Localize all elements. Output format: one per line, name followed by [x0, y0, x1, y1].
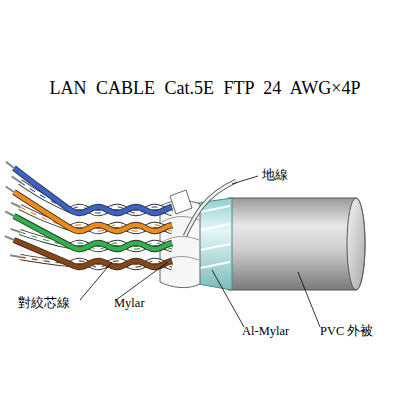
leader-line: [80, 262, 112, 300]
conductor-tip: [11, 203, 20, 207]
part-label: Mylar: [114, 296, 145, 310]
wire-insulation: [14, 192, 172, 231]
conductor-tip: [5, 211, 14, 216]
twisted-pairs: [5, 162, 172, 267]
wire-outline: [14, 192, 172, 231]
mylar-flap: [170, 190, 192, 214]
leader-line: [212, 270, 244, 327]
conductor-tip: [5, 236, 14, 240]
conductor-tip: [11, 229, 20, 232]
al-mylar-wrap: [200, 206, 230, 268]
leader-line: [232, 176, 258, 184]
part-label: Al-Mylar: [242, 324, 289, 338]
wire-outline: [14, 240, 172, 267]
conductor-tip: [6, 162, 14, 168]
part-label: 對絞芯線: [18, 296, 70, 310]
wire-insulation: [14, 240, 172, 267]
conductor-tip: [10, 255, 20, 257]
jacket-end: [347, 198, 365, 290]
conductor-tip: [12, 176, 20, 182]
al-mylar-shield: [198, 198, 232, 290]
leader-line: [298, 272, 320, 327]
wire-insulation: [14, 216, 172, 249]
wire-outline: [14, 216, 172, 249]
diagram-title: LAN CABLE Cat.5E FTP 24 AWG×4P: [0, 78, 410, 99]
part-label: PVC 外被: [320, 324, 373, 338]
conductor-tip: [6, 187, 14, 192]
ground-wire: [185, 181, 236, 236]
part-label: 地線: [262, 168, 288, 182]
pvc-jacket: [228, 198, 365, 290]
leader-line: [116, 262, 168, 300]
ground-wire-outline: [185, 181, 236, 236]
